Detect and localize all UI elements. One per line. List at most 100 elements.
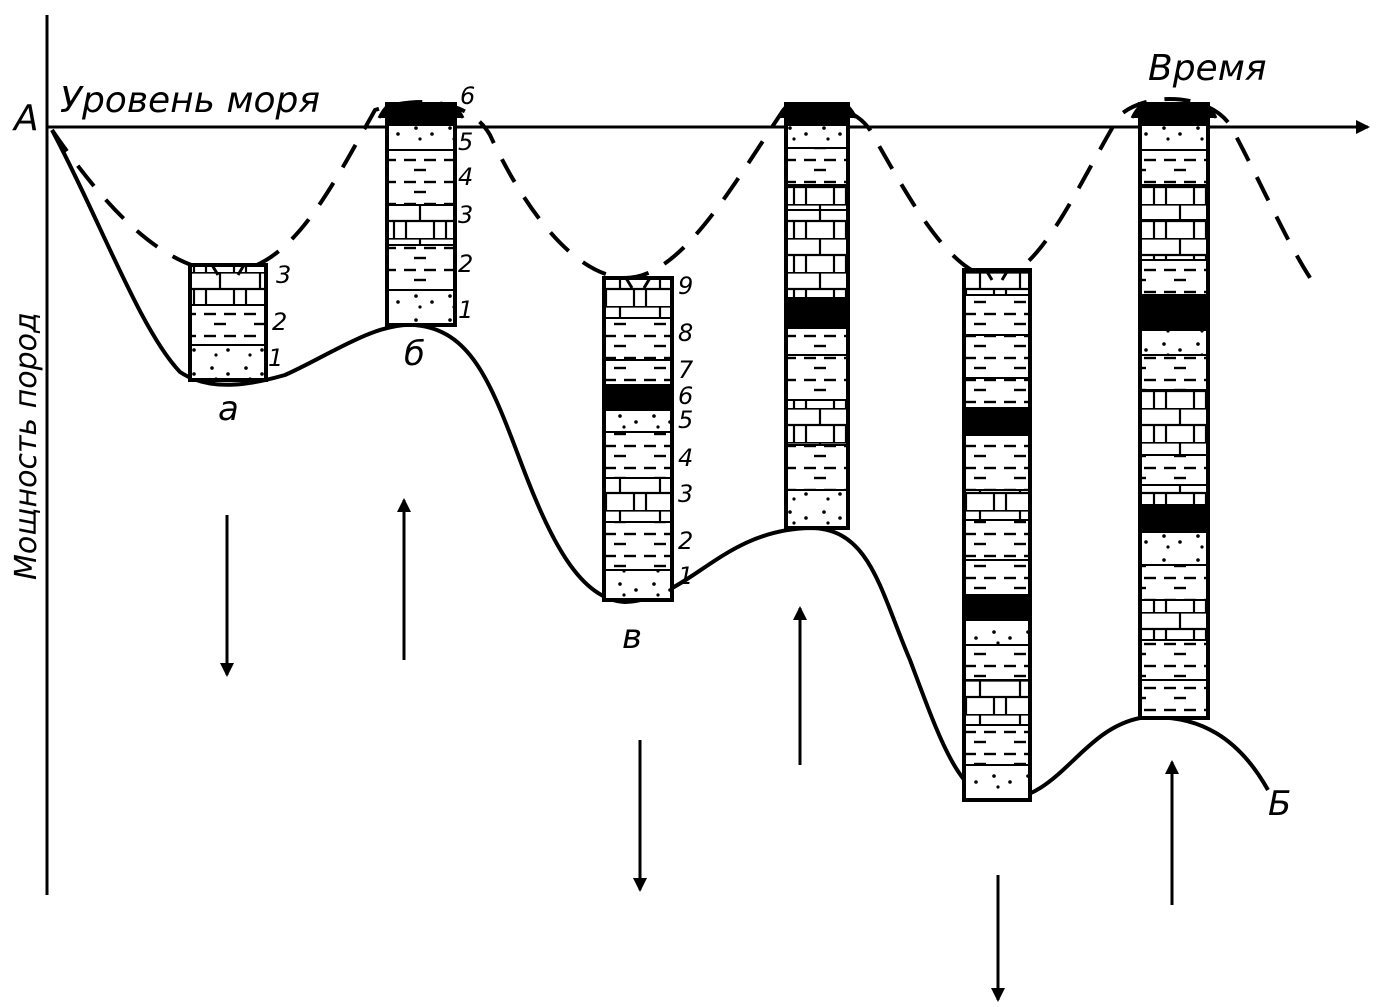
col5-layer-9: [963, 489, 1031, 521]
col5-layer-15: [963, 269, 1031, 296]
col6-layer-9: [1139, 424, 1209, 456]
col5-layer-1: [963, 764, 1031, 801]
col6-coal-cap: [1130, 102, 1218, 119]
col6-layer-13: [1139, 294, 1209, 331]
col2-label-5: 5: [458, 128, 473, 156]
col4-layer-6: [785, 297, 849, 329]
col5-layer-7: [963, 559, 1031, 596]
thickness-axis-title: Мощность пород: [9, 312, 44, 580]
col5-layer-11: [963, 407, 1031, 436]
col2-label-4: 4: [458, 163, 473, 191]
col6-layer-5: [1139, 531, 1209, 566]
col3-outline: [602, 276, 674, 602]
col6-layer-2: [1139, 639, 1209, 681]
col3-layer-9: [603, 277, 673, 319]
col4-layer-9: [785, 184, 849, 211]
col4-layer-8: [785, 209, 849, 256]
col6-layer-15: [1139, 219, 1209, 261]
col5-layer-2: [963, 724, 1031, 766]
col1-layer-1: [189, 344, 267, 381]
point-a-label: а: [218, 389, 239, 429]
col5-layer-6: [963, 594, 1031, 621]
col6: [1130, 102, 1218, 720]
col3: [602, 276, 674, 602]
col1-top-notch: [210, 264, 246, 276]
col5-layer-8: [963, 519, 1031, 561]
origin-label: А: [12, 98, 39, 139]
col6-layer-11: [1139, 354, 1209, 391]
col2: [377, 102, 465, 327]
col3-label-8: 8: [678, 319, 693, 347]
col1-labels: 3 2 1: [268, 261, 291, 372]
movement-arrows: [220, 498, 1179, 1002]
col2-layer-5: [386, 124, 456, 151]
col6-layer-6: [1139, 504, 1209, 533]
col4-layer-3: [785, 399, 849, 446]
point-v-label: в: [622, 617, 642, 657]
col3-label-9: 9: [678, 272, 693, 300]
col4-layer-2: [785, 444, 849, 491]
col4-layer-7: [785, 254, 849, 299]
col3-layer-1: [603, 569, 673, 601]
col2-label-6: 6: [460, 82, 475, 110]
col5-layer-13: [963, 334, 1031, 379]
col6-layer-10: [1139, 389, 1209, 426]
col3-label-5: 5: [678, 406, 693, 434]
sea-level-label: Уровень моря: [60, 80, 320, 121]
col3-layer-5: [603, 409, 673, 433]
col6-layer-14: [1139, 259, 1209, 296]
col4-layer-4: [785, 354, 849, 401]
col4-layer-11: [785, 124, 849, 149]
col1-layer-3: [189, 264, 267, 306]
col6-layer-18: [1139, 124, 1209, 151]
col3-label-6: 6: [678, 382, 693, 410]
col3-top-notch: [624, 277, 652, 289]
col5-layer-12: [963, 377, 1031, 409]
col2-label-1: 1: [458, 296, 473, 324]
col6-layer-7: [1139, 484, 1209, 506]
col2-label-2: 2: [458, 250, 473, 278]
col6-layer-1: [1139, 679, 1209, 719]
col6-layer-12: [1139, 329, 1209, 356]
col3-layer-2: [603, 521, 673, 571]
col2-layer-2: [386, 244, 456, 291]
col6-layer-17: [1139, 149, 1209, 186]
col4: [776, 102, 858, 530]
col2-coal-cap: [377, 102, 465, 119]
dashed-curve: [50, 97, 1317, 287]
col6-layer-8: [1139, 454, 1209, 486]
col5-layer-5: [963, 619, 1031, 646]
col2-label-3: 3: [458, 201, 473, 229]
col5-layer-4: [963, 644, 1031, 681]
col3-labels: 9 8 7 6 5 4 3 2 1: [678, 272, 694, 590]
col3-layer-7: [603, 359, 673, 386]
col3-label-7: 7: [678, 356, 694, 384]
col1-outline: [188, 263, 268, 382]
col2-layer-4: [386, 149, 456, 206]
col6-layer-3: [1139, 599, 1209, 641]
col2-layer-1: [386, 289, 456, 326]
col5-top-notch: [984, 269, 1010, 281]
col2-labels: 6 5 4 3 2 1: [458, 82, 475, 324]
col1-layer-2: [189, 304, 267, 346]
col4-layer-5: [785, 327, 849, 356]
col5: [962, 268, 1032, 802]
col6-layer-4: [1139, 564, 1209, 601]
col3-layer-4: [603, 431, 673, 479]
col4-layer-1: [785, 489, 849, 529]
col3-layer-6: [603, 384, 673, 411]
col6-layer-16: [1139, 184, 1209, 221]
col1-label-1: 1: [268, 344, 283, 372]
point-b-label: б: [404, 334, 425, 374]
columns-group: [188, 102, 1218, 802]
col3-layer-3: [603, 477, 673, 523]
col5-layer-14: [963, 294, 1031, 336]
col1: [188, 263, 268, 382]
col2-layer-3: [386, 204, 456, 246]
col3-label-2: 2: [678, 527, 693, 555]
col5-layer-10: [963, 434, 1031, 491]
time-label: Время: [1148, 48, 1267, 89]
col4-layer-10: [785, 147, 849, 186]
col3-layer-8: [603, 317, 673, 361]
